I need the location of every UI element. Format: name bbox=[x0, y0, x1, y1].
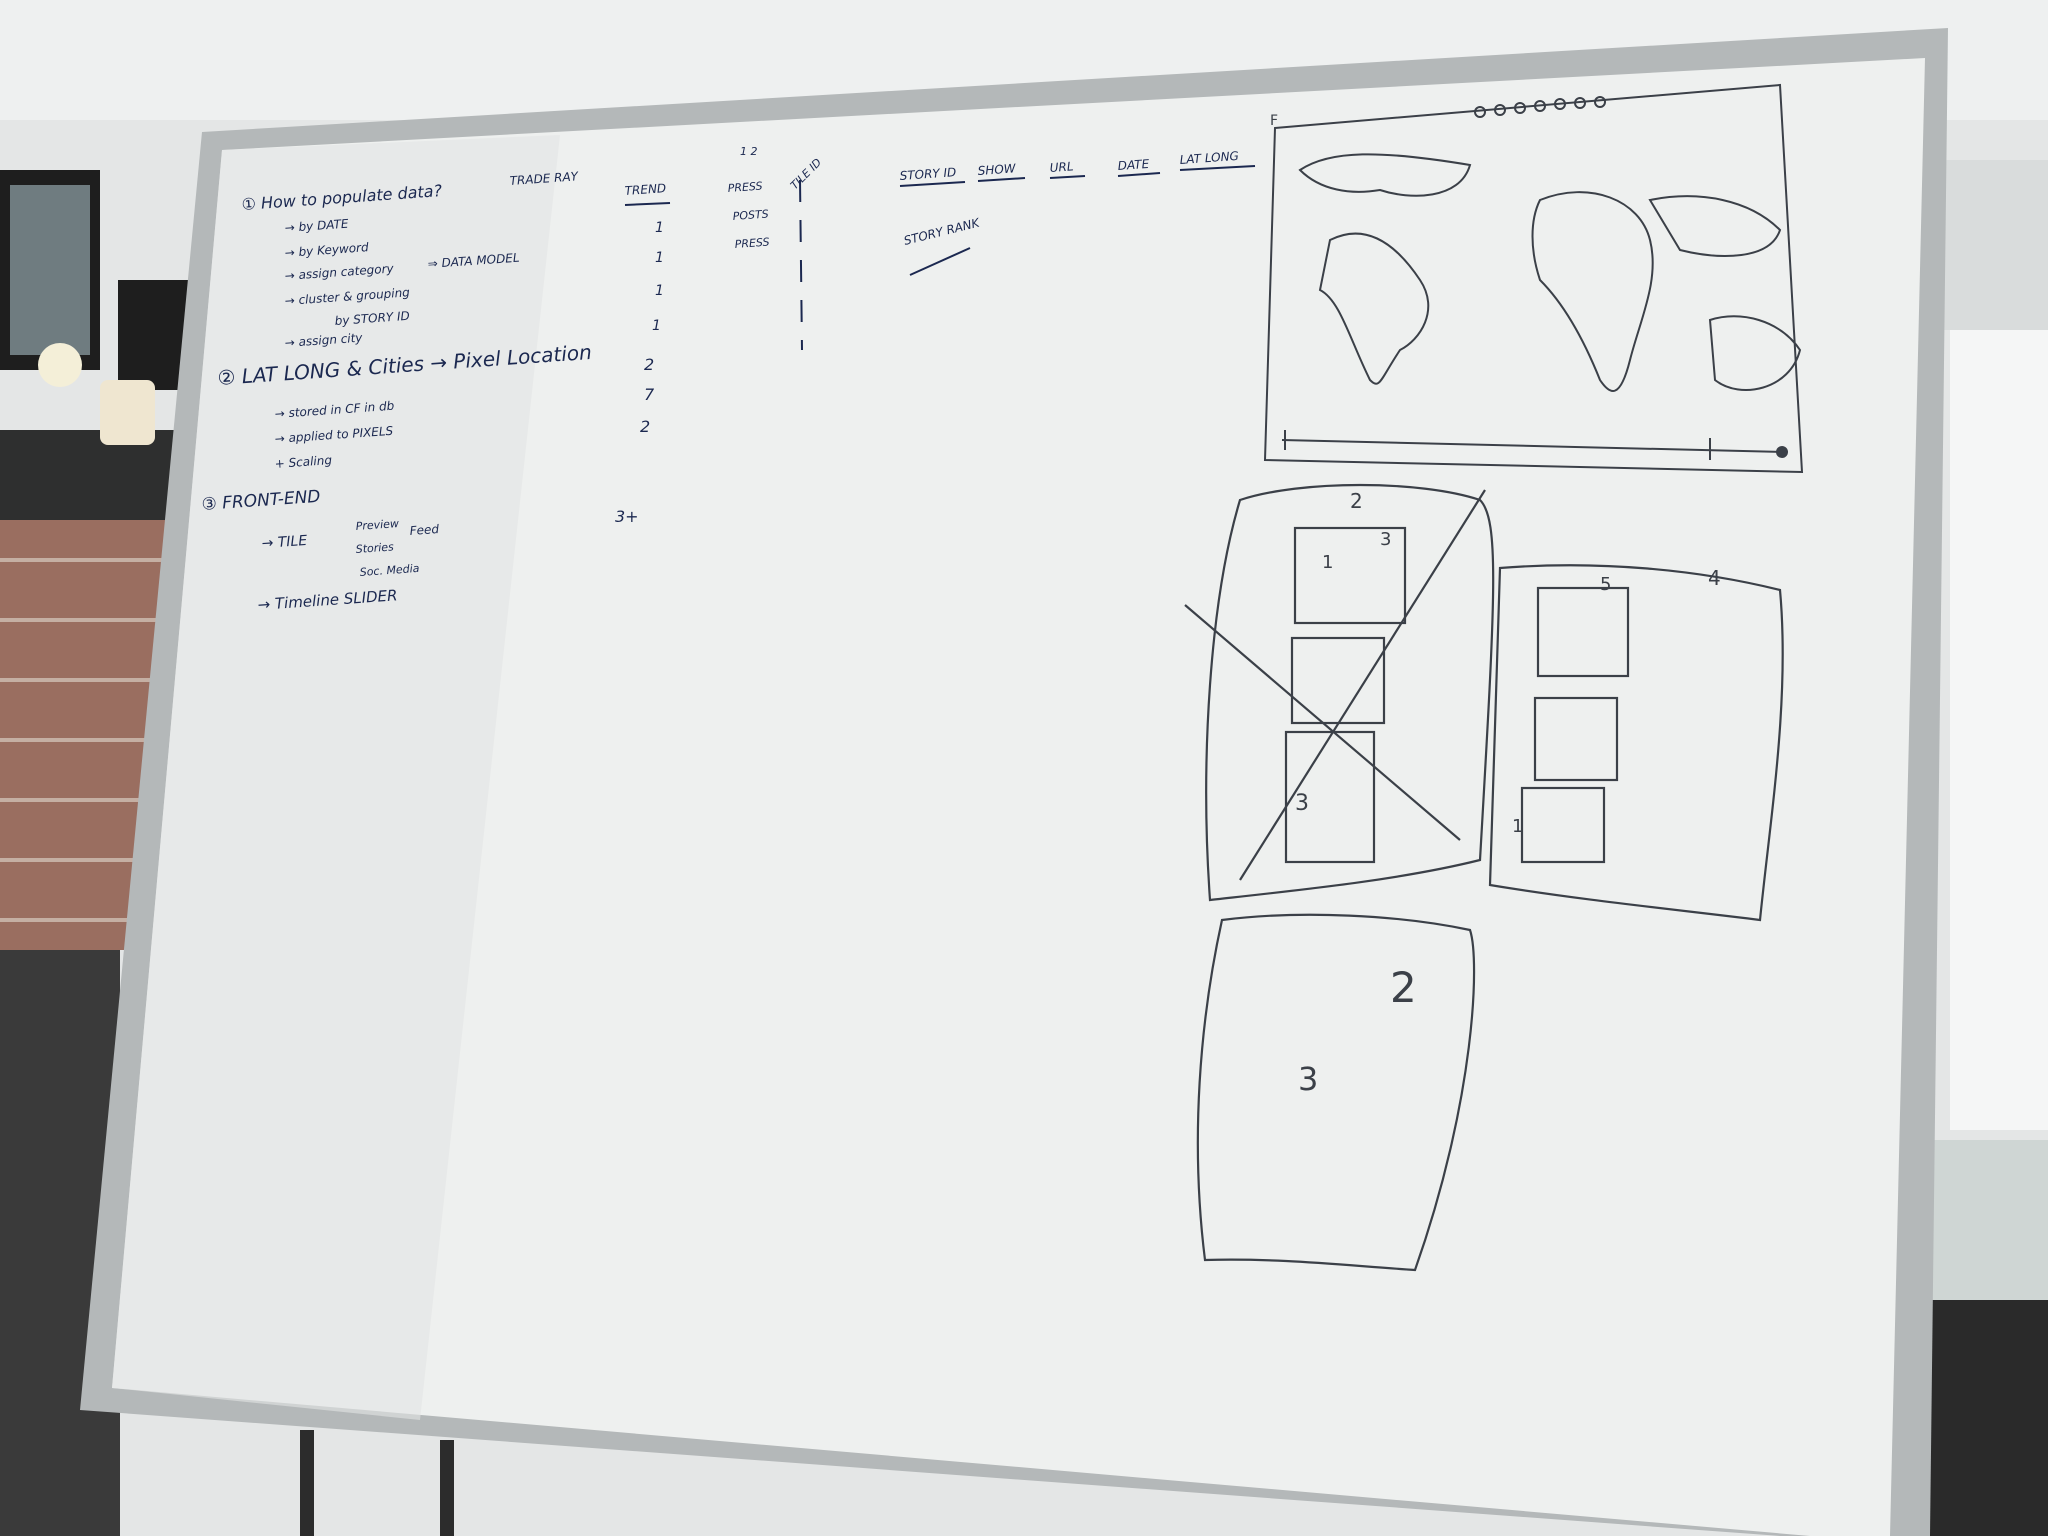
column-press-top: 1 2 bbox=[740, 145, 758, 158]
section-1-item: by STORY ID bbox=[334, 309, 410, 328]
trend-mark: 3+ bbox=[615, 507, 639, 526]
tile-1-inner-label: 1 bbox=[1322, 552, 1333, 573]
section-1-side-note: ⇒ DATA MODEL bbox=[427, 251, 520, 271]
flower-vase bbox=[38, 343, 82, 387]
map-timeline-handle bbox=[1776, 446, 1788, 458]
tile-2-number: 4 bbox=[1708, 566, 1721, 590]
tile-3-number: 3 bbox=[1298, 1060, 1318, 1098]
trend-mark: 1 bbox=[655, 220, 664, 236]
map-corner-label: F bbox=[1270, 113, 1278, 129]
map-timeline-slider bbox=[1281, 439, 1786, 453]
easel-leg-2 bbox=[440, 1440, 454, 1536]
column-header-underlines bbox=[899, 165, 1256, 187]
trend-mark: 2 bbox=[644, 355, 654, 374]
trend-mark: 1 bbox=[652, 318, 661, 334]
section-3-tile-note: Feed bbox=[409, 522, 440, 538]
side-table-top bbox=[1930, 1140, 2048, 1300]
candle-jar bbox=[100, 380, 155, 445]
section-1-item: → by Keyword bbox=[284, 240, 369, 260]
picture-frame-2 bbox=[118, 280, 188, 390]
column-trend: TREND bbox=[624, 181, 666, 198]
section-3-tile-branch: Stories bbox=[355, 540, 394, 556]
tile-2-inner-label: 5 bbox=[1600, 574, 1611, 595]
trend-mark: 1 bbox=[655, 283, 664, 299]
column-header: DATE bbox=[1117, 157, 1150, 173]
column-header: LAT LONG bbox=[1179, 149, 1239, 167]
tile-3-number: 2 bbox=[1390, 963, 1417, 1012]
whiteboard-surface bbox=[112, 58, 1925, 1536]
tile-1-inner-box bbox=[1293, 526, 1407, 625]
tile-3-frame bbox=[1196, 913, 1476, 1272]
trend-mark: 1 bbox=[655, 250, 664, 266]
story-rank-underline bbox=[909, 247, 971, 276]
section-1-item: → assign city bbox=[284, 331, 364, 350]
map-sketch: F bbox=[1263, 83, 1804, 474]
tile-2-inner-box bbox=[1520, 786, 1606, 864]
tile-1-cross-line bbox=[1239, 489, 1486, 881]
column-trade-ray: TRADE RAY bbox=[509, 169, 580, 188]
tile-1-inner-label: 3 bbox=[1295, 791, 1309, 816]
column-trend-underline bbox=[624, 202, 671, 206]
column-row: PRESS bbox=[734, 236, 770, 251]
section-3-tile-branch: Preview bbox=[355, 517, 399, 533]
column-row: PRESS bbox=[727, 180, 763, 195]
tile-sketch-2: 4 5 1 bbox=[1488, 564, 1784, 922]
map-continent-asia bbox=[1648, 195, 1782, 257]
map-continent-americas bbox=[1318, 232, 1430, 385]
trend-mark: 7 bbox=[644, 385, 655, 404]
window-right bbox=[1950, 330, 2048, 1130]
data-columns: TRADE RAY TREND 1 1 1 1 2 7 2 3+ 1 2 PRE… bbox=[509, 145, 1256, 526]
tile-2-inner-label: 1 bbox=[1512, 816, 1523, 837]
tile-sketch-3: 2 3 bbox=[1196, 913, 1476, 1272]
doorway-right bbox=[1930, 160, 2048, 330]
column-header: STORY ID bbox=[899, 165, 956, 183]
map-top-dots bbox=[1474, 96, 1606, 118]
map-continent-australia bbox=[1708, 315, 1802, 391]
tile-2-frame bbox=[1488, 564, 1784, 922]
column-divider bbox=[799, 179, 803, 351]
section-2-item: + Scaling bbox=[274, 453, 333, 471]
tile-2-inner-box bbox=[1536, 586, 1630, 678]
column-header: SHOW bbox=[977, 161, 1017, 178]
tile-1-inner-label: 3 bbox=[1380, 529, 1391, 550]
easel-leg bbox=[300, 1430, 314, 1536]
map-frame bbox=[1263, 83, 1804, 474]
section-1-item: → by DATE bbox=[284, 217, 349, 235]
trend-mark: 2 bbox=[640, 417, 650, 436]
map-continent-europe-africa bbox=[1531, 191, 1654, 392]
tile-1-cross-line bbox=[1184, 604, 1461, 841]
section-3-tile-label: → TILE bbox=[261, 533, 308, 552]
tile-1-frame bbox=[1205, 483, 1495, 902]
tile-1-number: 2 bbox=[1350, 489, 1363, 513]
tile-2-inner-box bbox=[1533, 696, 1619, 782]
column-header: URL bbox=[1049, 159, 1074, 175]
picture-frame-inner bbox=[10, 185, 90, 355]
column-row: POSTS bbox=[732, 208, 769, 223]
map-continent-north bbox=[1298, 153, 1472, 197]
fireplace-mantel bbox=[0, 430, 180, 520]
tile-1-inner-box bbox=[1284, 730, 1376, 864]
section-3-tile-branch: Soc. Media bbox=[359, 562, 420, 579]
tile-sketch-1: 2 3 1 3 bbox=[1184, 483, 1495, 902]
whiteboard-shade bbox=[112, 135, 560, 1420]
